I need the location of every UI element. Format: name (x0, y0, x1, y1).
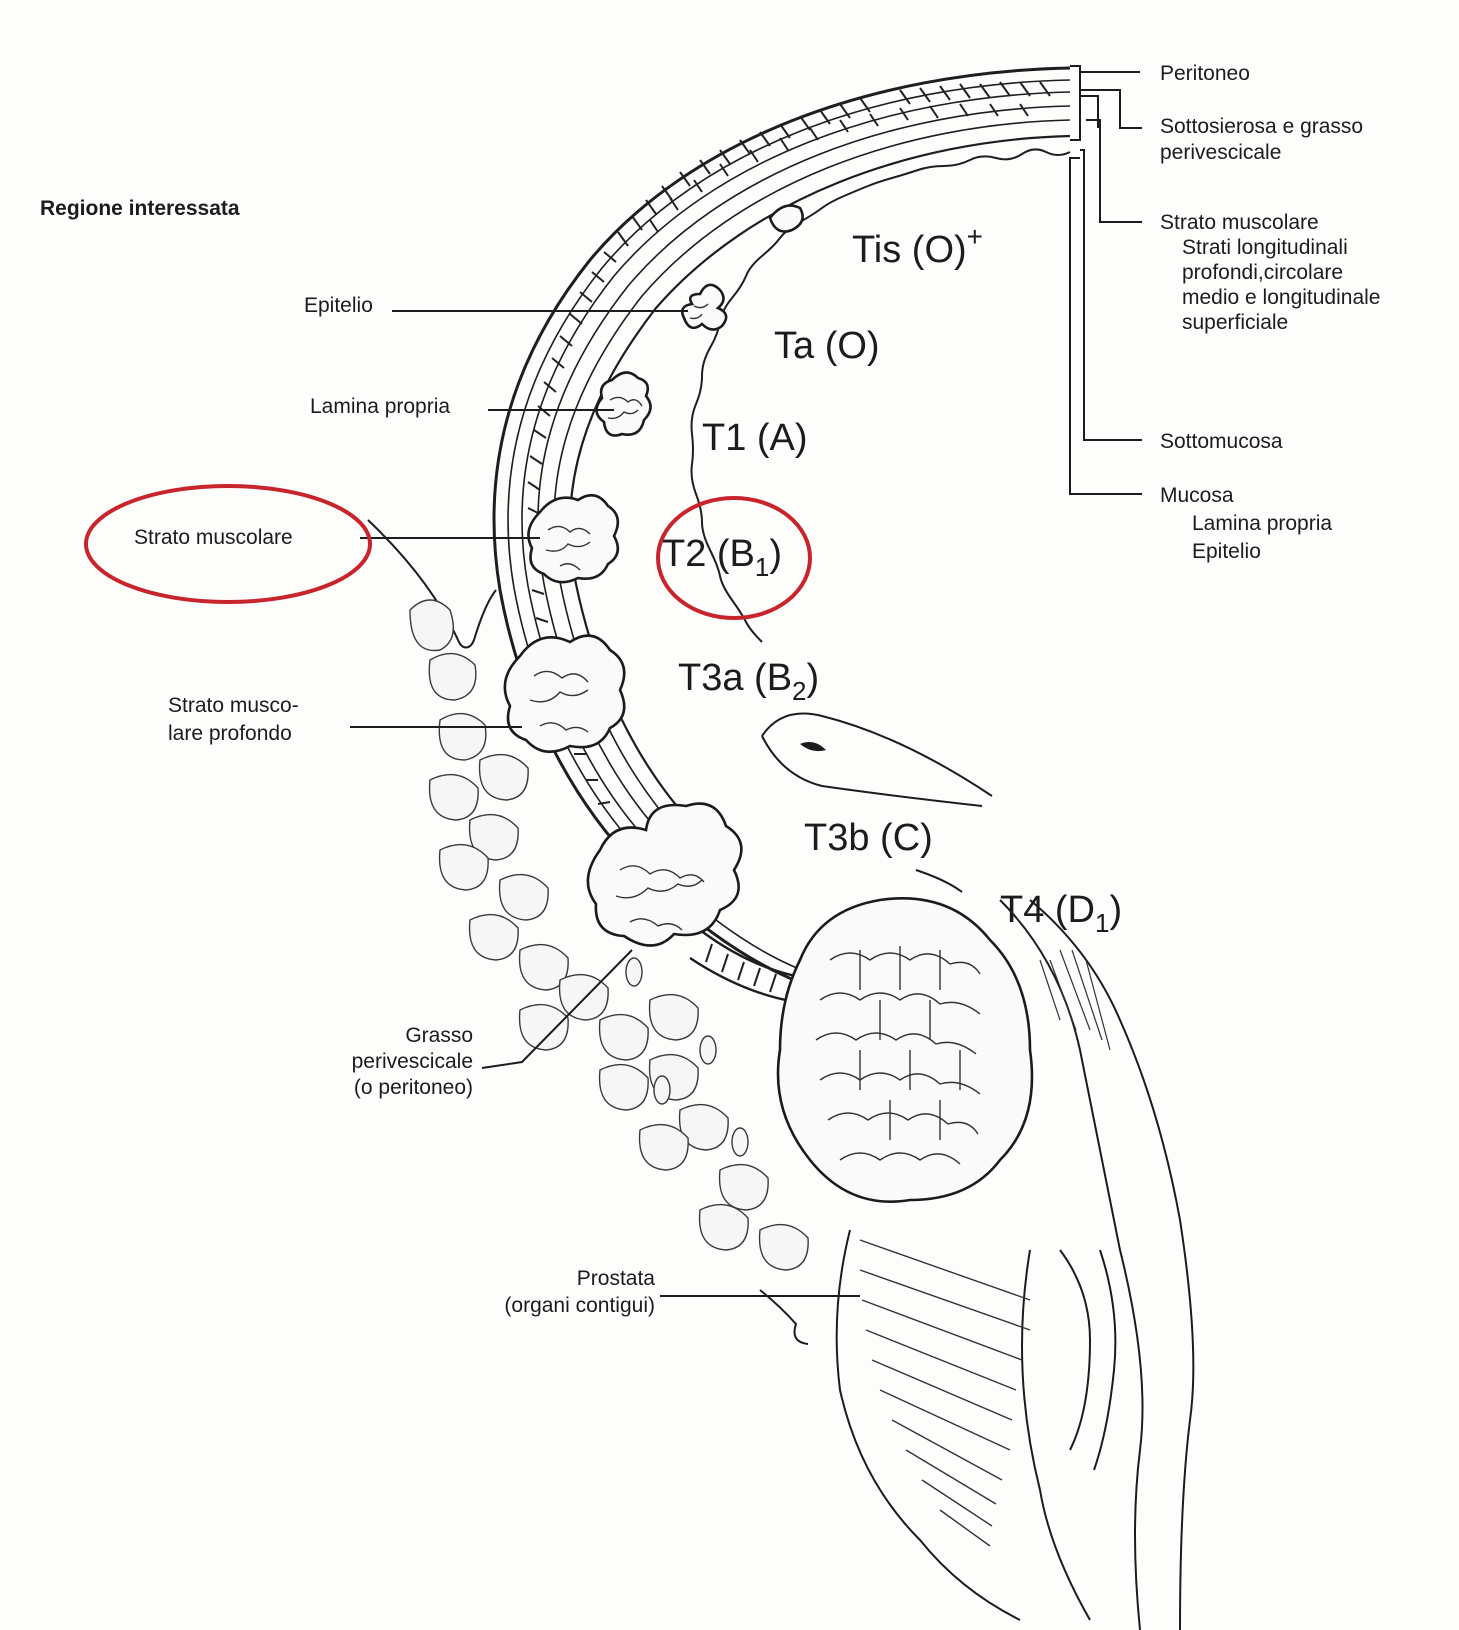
label-strato-profondo-line1: Strato musco- (168, 694, 299, 717)
tumor-ta (682, 285, 726, 330)
stage-t4: T4 (D1) (1000, 889, 1122, 938)
tumor-t3b (588, 804, 741, 946)
label-muscolare-detail4: superficiale (1182, 311, 1288, 334)
stage-t2-sub: 1 (755, 552, 769, 582)
label-mucosa-lamina: Lamina propria (1192, 512, 1332, 535)
label-sottomucosa: Sottomucosa (1160, 430, 1283, 453)
pelvic-structure (1000, 900, 1193, 1630)
stage-tis-text: Tis (O) (852, 229, 967, 271)
stage-t2-close: ) (769, 533, 782, 575)
label-strato-profondo-line2: lare profondo (168, 722, 292, 745)
stage-t1: T1 (A) (702, 417, 808, 459)
tumor-t3a (505, 636, 624, 752)
stage-t2-text: T2 (B (662, 533, 755, 575)
label-muscolare-detail2: profondi,circolare (1182, 261, 1343, 284)
stage-t4-close: ) (1109, 889, 1122, 931)
label-mucosa-epitelio: Epitelio (1192, 540, 1261, 563)
stage-tis: Tis (O)+ (852, 221, 983, 271)
tumor-t2 (528, 495, 617, 582)
label-lamina-propria: Lamina propria (310, 395, 450, 418)
stage-t3a: T3a (B2) (678, 657, 819, 706)
seminal-vesicle (762, 714, 992, 893)
label-prostata-line1: Prostata (577, 1267, 656, 1290)
tumor-t1 (596, 372, 650, 435)
diagram-title: Regione interessata (40, 197, 240, 220)
label-muscolare-detail3: medio e longitudinale (1182, 286, 1380, 309)
stage-t4-text: T4 (D (1000, 889, 1095, 931)
stage-t3a-close: ) (807, 657, 820, 699)
tumor-tis (770, 206, 803, 232)
stage-t3a-text: T3a (B (678, 657, 792, 699)
prostate (760, 1230, 1090, 1620)
stage-t2: T2 (B1) (662, 533, 782, 582)
label-sottosierosa-line1: Sottosierosa e grasso (1160, 115, 1363, 138)
label-grasso-line1: Grasso (405, 1024, 473, 1047)
label-strato-muscolare: Strato muscolare (134, 526, 293, 549)
label-prostata-line2: (organi contigui) (504, 1294, 655, 1317)
tumor-t4 (778, 898, 1032, 1201)
label-strato-muscolare-right: Strato muscolare (1160, 211, 1319, 234)
label-epitelio: Epitelio (304, 294, 373, 317)
stage-t3b: T3b (C) (804, 817, 933, 859)
label-sottosierosa-line2: perivescicale (1160, 141, 1281, 164)
stage-tis-sup: + (967, 221, 983, 252)
label-mucosa: Mucosa (1160, 484, 1234, 507)
stage-ta: Ta (O) (774, 325, 880, 367)
stage-t3a-sub: 2 (792, 676, 806, 706)
label-muscolare-detail1: Strati longitudinali (1182, 236, 1348, 259)
label-grasso-line2: perivescicale (352, 1050, 473, 1073)
label-grasso-line3: (o peritoneo) (354, 1076, 473, 1099)
stage-t4-sub: 1 (1095, 908, 1109, 938)
label-peritoneo: Peritoneo (1160, 62, 1250, 85)
